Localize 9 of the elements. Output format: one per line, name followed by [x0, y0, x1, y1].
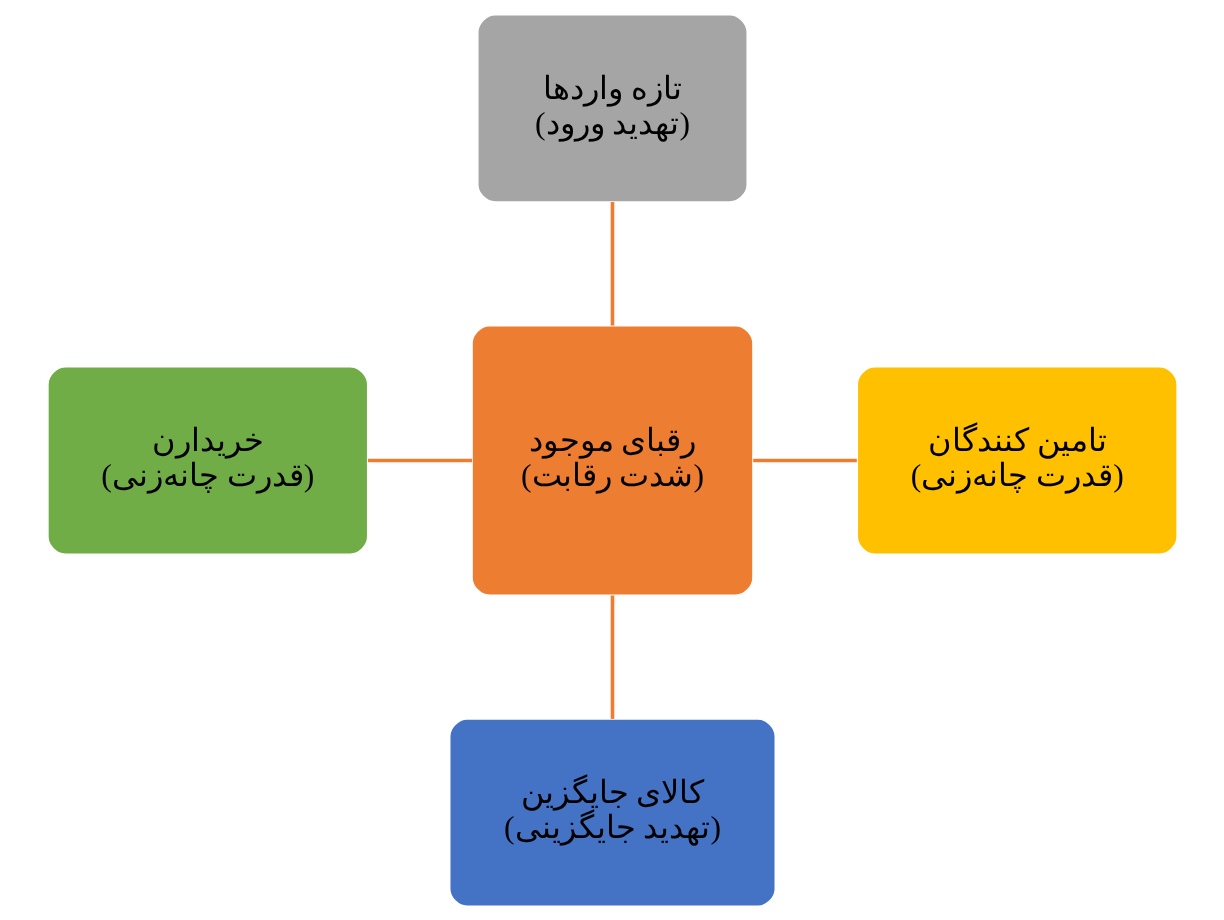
- node-box: تازه واردها (تهدید ورود): [476, 13, 748, 203]
- node-box: رقبای موجود (شدت رقابت): [470, 324, 754, 596]
- connector: [610, 594, 614, 719]
- connector: [752, 458, 857, 462]
- connector: [367, 458, 472, 462]
- node-box: خریدارن (قدرت چانه‌زنی): [46, 365, 368, 555]
- connector: [610, 201, 614, 326]
- node-box: تامین کنندگان (قدرت چانه‌زنی): [856, 365, 1178, 555]
- node-box: کالای جایگزین (تهدید جایگزینی): [448, 717, 776, 907]
